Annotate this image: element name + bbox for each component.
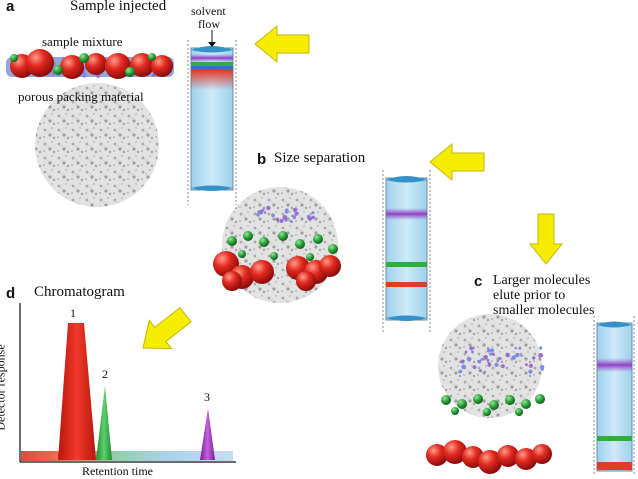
panel-d-letter: d [6,285,16,302]
small-molecule [460,359,465,364]
panel-c-title-line2: elute prior to [493,288,566,303]
small-molecule [501,364,505,369]
panel-b-title: Size separation [274,150,366,166]
chromatogram-title: Chromatogram [34,284,125,300]
arrow-icon [254,25,310,63]
panel-a-title: Sample injected [70,0,167,14]
small-molecule [282,215,288,220]
small-molecule [532,356,536,360]
small-molecule [263,211,267,214]
small-molecule [279,218,284,223]
sample-mixture-band [6,49,174,79]
small-molecule [292,208,297,212]
bead-with-molecules [213,187,341,303]
porous-bead [35,83,159,207]
panel-a-letter: a [6,0,15,15]
small-molecule [82,73,87,78]
small-molecule [494,362,499,367]
column-b [382,170,431,332]
small-molecule [486,358,490,362]
small-molecule [464,350,468,354]
small-molecule [52,74,55,77]
small-molecule [539,346,543,350]
baseline [21,451,233,461]
small-molecule [461,364,467,370]
small-molecule [490,348,495,353]
small-molecule [478,369,482,373]
panel-c-letter: c [474,273,483,290]
small-molecule [483,370,487,374]
small-molecule [538,353,543,358]
small-molecule [469,346,474,351]
peak-3-label: 3 [204,390,210,404]
small-molecule [486,348,491,353]
small-molecule [529,363,533,368]
small-molecule [275,217,280,222]
small-molecule [311,215,315,219]
small-molecule [496,360,499,363]
small-molecule [518,347,522,350]
panel-a [6,25,310,207]
small-molecule [491,352,495,356]
small-molecule [308,216,313,221]
small-molecule [498,356,502,361]
small-molecule [480,358,483,361]
y-axis-label: Detector response [0,344,8,431]
column-c [593,316,635,475]
small-molecule [511,355,517,360]
small-molecule [489,352,493,356]
panel-c-title-line1: Larger molecules [493,273,591,288]
bead-separated [438,314,545,418]
small-molecule [540,367,544,371]
panel-d-chromatogram [19,300,236,463]
arrow-icon [429,143,485,181]
small-molecule [152,73,156,77]
solvent-label: solvent [191,4,226,18]
small-molecule [483,355,488,360]
panel-c [426,314,635,475]
small-molecule [289,219,293,223]
large-molecules [426,440,552,474]
small-molecule [515,352,520,358]
small-molecule [311,211,315,215]
small-molecule [487,363,492,367]
panel-c-title-line3: smaller molecules [493,303,595,318]
arrow-icon [131,300,198,363]
column-a [187,30,237,205]
small-molecule [266,205,271,211]
peak-2 [96,386,112,460]
small-molecule [466,356,471,361]
small-molecule [294,212,298,216]
small-molecule [505,352,510,358]
small-molecule [261,208,265,212]
peak-3 [200,408,215,460]
small-molecule [472,365,477,369]
small-molecule [292,215,297,220]
small-molecule [528,369,533,374]
small-molecule [271,213,275,218]
small-molecule [257,210,261,213]
small-molecule [471,350,475,354]
sample-mixture-label: sample mixture [42,34,123,49]
flow-label: flow [198,17,220,31]
small-molecule [520,354,523,357]
peak-1-label: 1 [70,306,76,320]
small-molecule [524,363,528,366]
arrow-icon [529,213,563,265]
packing-label: porous packing material [18,89,144,104]
panel-b [213,143,563,332]
small-molecule [477,359,482,364]
peak-1 [58,323,96,460]
small-molecule [458,369,463,374]
x-axis-label: Retention time [82,464,153,478]
panel-b-letter: b [257,151,267,168]
peak-2-label: 2 [102,367,108,381]
small-molecule [284,209,289,214]
small-molecule [514,347,517,350]
